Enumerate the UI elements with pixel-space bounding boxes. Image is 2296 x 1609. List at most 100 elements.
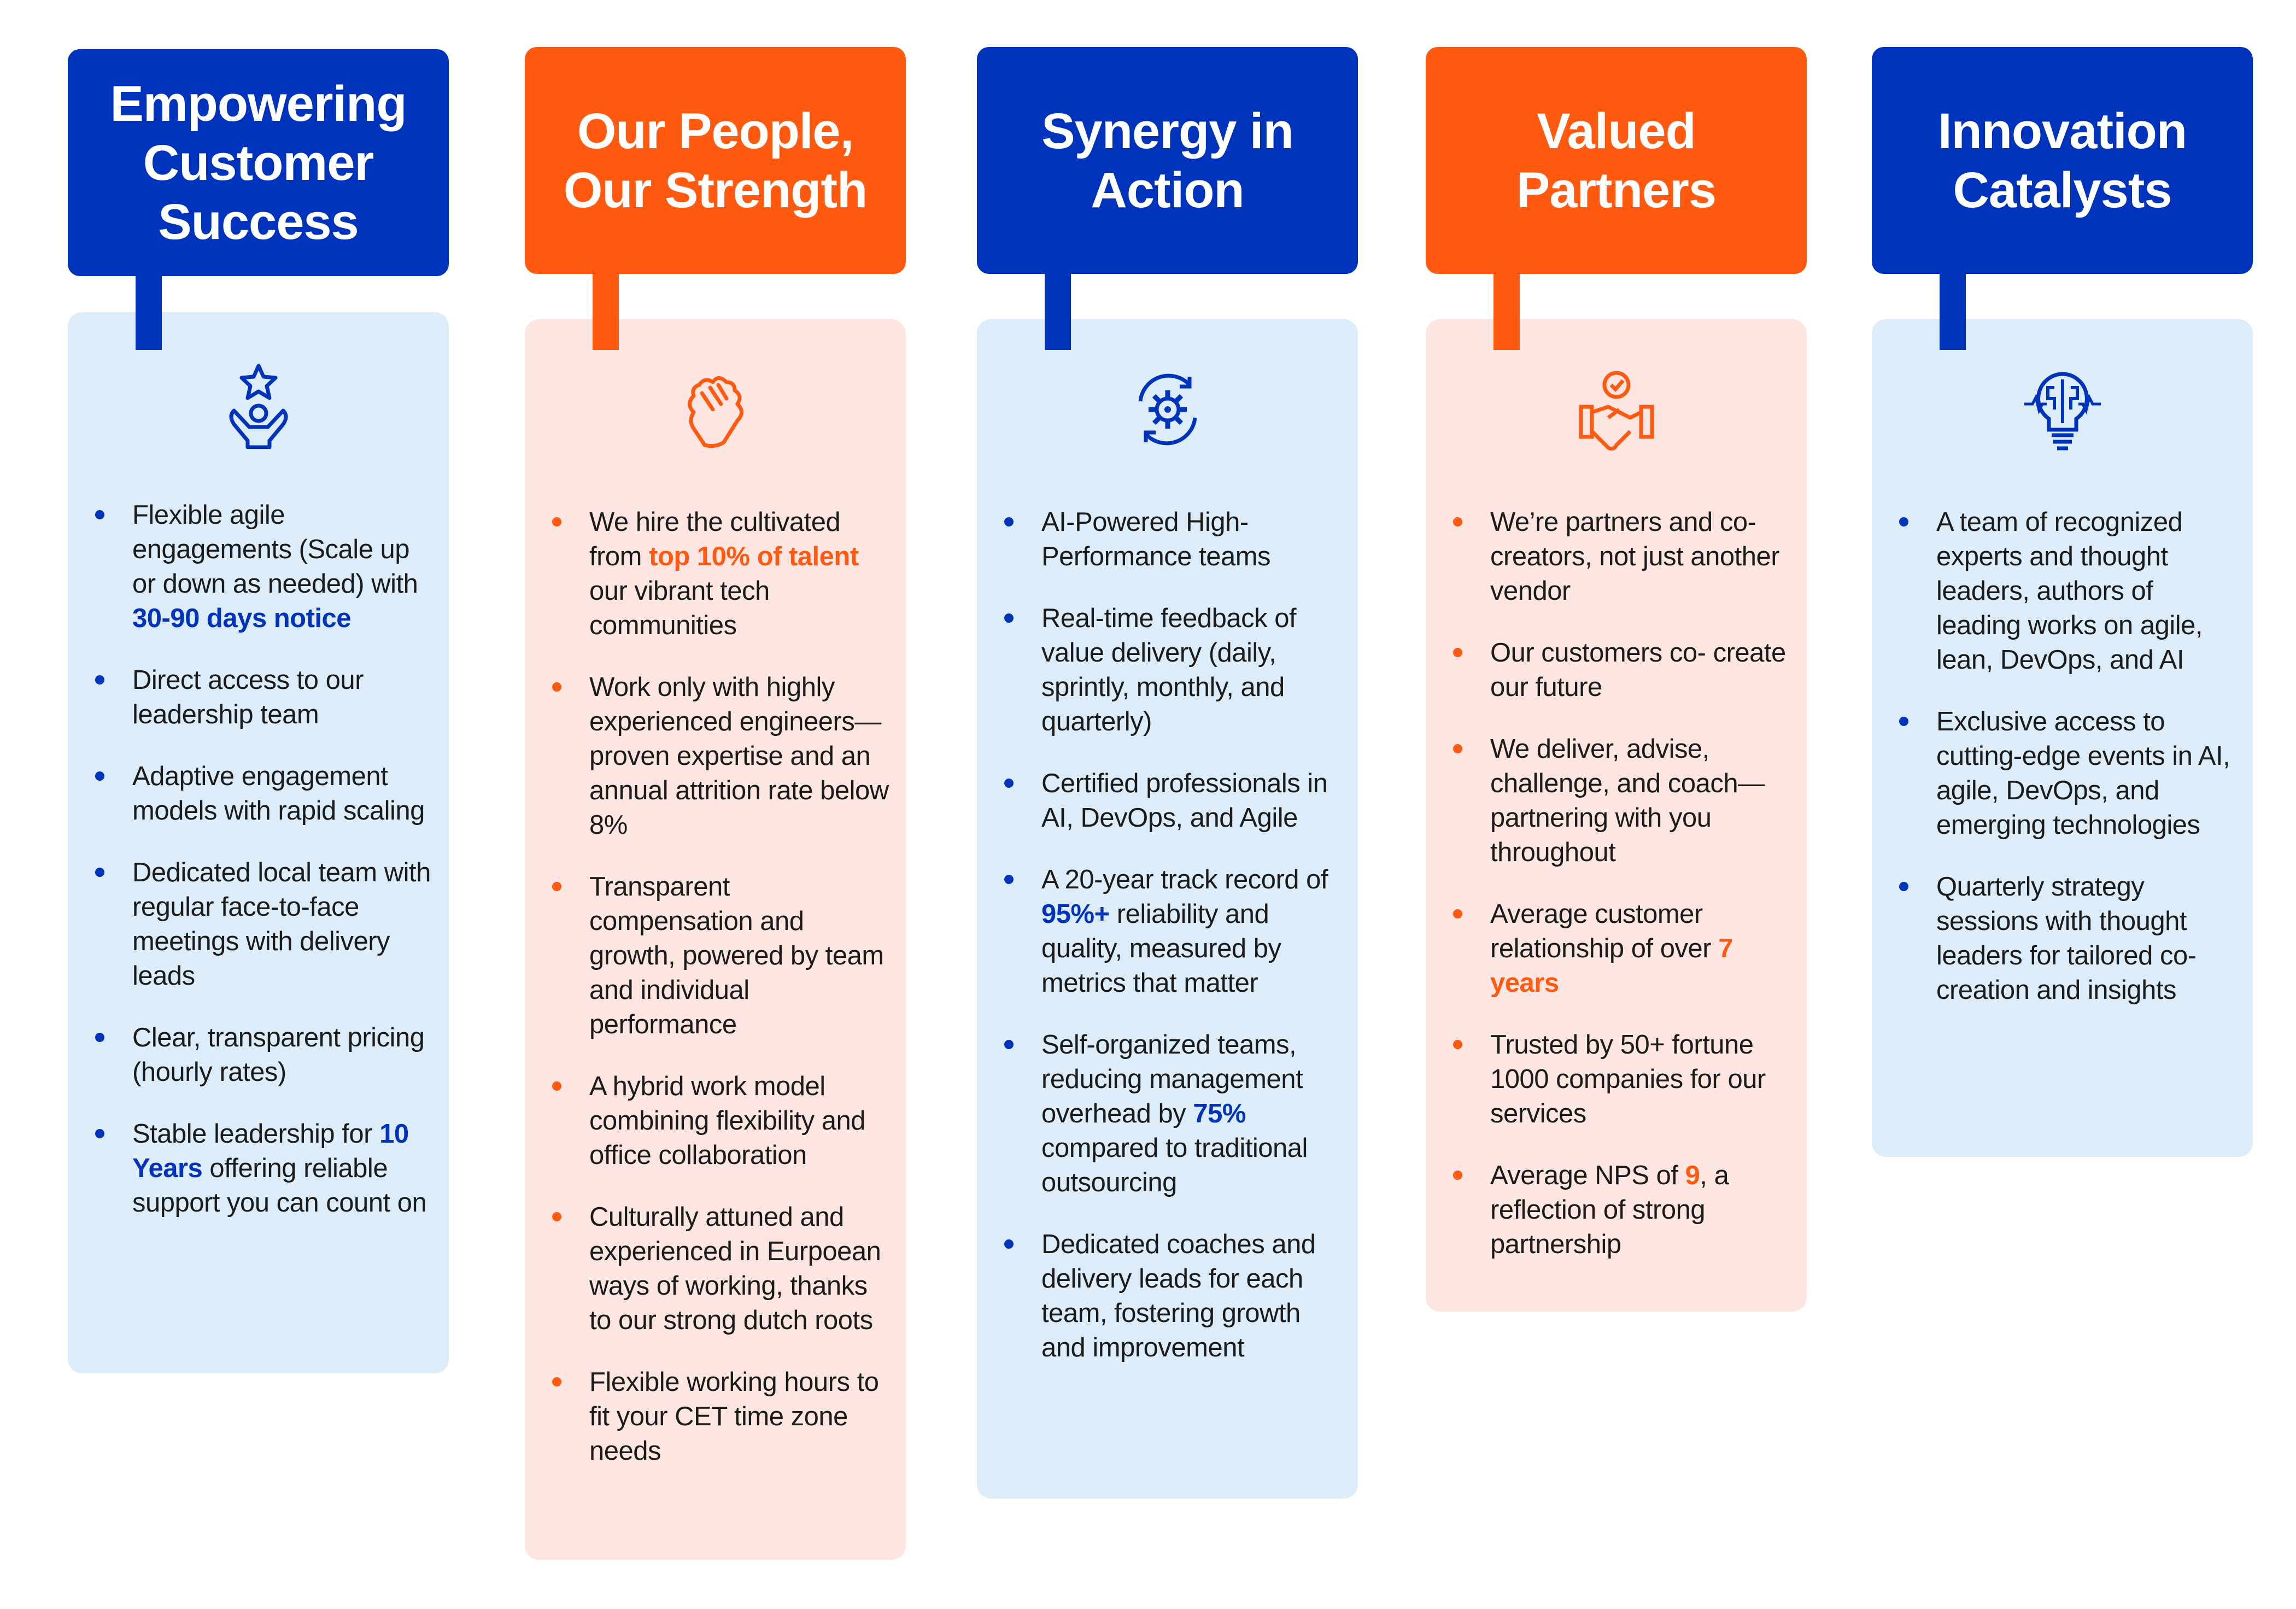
column-header: Innovation Catalysts (1872, 47, 2253, 274)
bullet-icon (1453, 517, 1462, 526)
item-text: our vibrant tech communities (589, 576, 770, 640)
list-item: A 20-year track record of 95%+ reliabili… (977, 863, 1358, 1000)
list-item: Average NPS of 9, a reflection of strong… (1426, 1159, 1807, 1262)
item-text: Exclusive access to cutting-edge events … (1936, 707, 2230, 840)
bullet-icon (95, 675, 104, 684)
item-text: We deliver, advise, challenge, and coach… (1490, 734, 1765, 867)
column-card: We’re partners and co-creators, not just… (1426, 319, 1807, 1312)
list-item: Certified professionals in AI, DevOps, a… (977, 767, 1358, 835)
item-text: Dedicated coaches and delivery leads for… (1041, 1230, 1316, 1362)
list-item: Real-time feedback of value delivery (da… (977, 601, 1358, 739)
list-item: Self-organized teams, reducing managemen… (977, 1028, 1358, 1200)
item-text: offering reliable support you can count … (132, 1154, 427, 1218)
bullet-icon (1453, 648, 1462, 657)
bullet-icon (1004, 1040, 1014, 1049)
item-text: Transparent compensation and growth, pow… (589, 872, 884, 1039)
connector-bar (593, 266, 619, 350)
list-item: We hire the cultivated from top 10% of t… (525, 505, 906, 643)
column-card: Flexible agile engagements (Scale up or … (68, 312, 449, 1373)
highlight-text: top 10% of talent (649, 542, 859, 571)
clasped-hands-icon (669, 363, 762, 456)
bullet-icon (552, 882, 561, 891)
bullet-icon (1899, 882, 1908, 891)
item-text: Real-time feedback of value delivery (da… (1041, 604, 1297, 736)
connector-bar (136, 268, 162, 350)
item-text: AI-Powered High-Performance teams (1041, 507, 1271, 571)
list-item: AI-Powered High-Performance teams (977, 505, 1358, 574)
column-card: A team of recognized experts and thought… (1872, 319, 2253, 1157)
item-text: Direct access to our leadership team (132, 665, 364, 729)
benefit-list: A team of recognized experts and thought… (1872, 505, 2253, 1035)
item-text: , a reflection of strong partnership (1490, 1161, 1729, 1259)
item-text: Trusted by 50+ fortune 1000 companies fo… (1490, 1030, 1766, 1128)
list-item: Transparent compensation and growth, pow… (525, 870, 906, 1042)
column-title: Innovation Catalysts (1937, 103, 2187, 218)
bullet-icon (1453, 1040, 1462, 1049)
item-text: Work only with highly experienced engine… (589, 672, 889, 840)
column-card: We hire the cultivated from top 10% of t… (525, 319, 906, 1560)
highlight-text: 95%+ (1041, 899, 1110, 929)
bullet-icon (1004, 613, 1014, 623)
column-title: Our People, Our Strength (563, 103, 868, 218)
list-item: Trusted by 50+ fortune 1000 companies fo… (1426, 1028, 1807, 1131)
bullet-icon (1899, 517, 1908, 526)
item-text: reliability and quality, measured by met… (1041, 899, 1281, 998)
column-header: Valued Partners (1426, 47, 1807, 274)
list-item: Stable leadership for 10 Years offering … (68, 1117, 449, 1220)
gear-cycle-icon (1121, 363, 1214, 456)
list-item: Dedicated coaches and delivery leads for… (977, 1227, 1358, 1365)
list-item: Clear, transparent pricing (hourly rates… (68, 1021, 449, 1090)
list-item: A hybrid work model combining flexibilit… (525, 1069, 906, 1173)
bullet-icon (552, 1081, 561, 1091)
bullet-icon (1899, 717, 1908, 726)
bullet-icon (552, 1212, 561, 1221)
bullet-icon (552, 517, 561, 526)
item-text: Stable leadership for (132, 1119, 380, 1149)
bullet-icon (552, 1377, 561, 1386)
highlight-text: 30-90 days notice (132, 604, 352, 633)
list-item: A team of recognized experts and thought… (1872, 505, 2253, 677)
highlight-text: 10 Years (132, 1119, 409, 1183)
list-item: Our customers co- create our future (1426, 636, 1807, 705)
list-item: We’re partners and co-creators, not just… (1426, 505, 1807, 609)
brain-lightbulb-icon (2016, 363, 2109, 456)
item-text: A 20-year track record of (1041, 865, 1328, 894)
bullet-icon (95, 771, 104, 781)
list-item: Average customer relationship of over 7 … (1426, 897, 1807, 1000)
benefit-list: Flexible agile engagements (Scale up or … (68, 498, 449, 1248)
list-item: Flexible agile engagements (Scale up or … (68, 498, 449, 636)
connector-bar (1940, 266, 1966, 350)
item-text: compared to traditional outsourcing (1041, 1133, 1308, 1197)
list-item: Culturally attuned and experienced in Eu… (525, 1200, 906, 1338)
item-text: Our customers co- create our future (1490, 638, 1786, 702)
list-item: Direct access to our leadership team (68, 663, 449, 732)
list-item: Quarterly strategy sessions with thought… (1872, 870, 2253, 1008)
highlight-text: 9 (1685, 1161, 1700, 1190)
column-title: Empowering Customer Success (110, 75, 407, 250)
star-person-icon (212, 356, 305, 449)
list-item: Exclusive access to cutting-edge events … (1872, 705, 2253, 842)
item-text: We hire the cultivated from (589, 507, 841, 571)
item-text: Certified professionals in AI, DevOps, a… (1041, 769, 1328, 833)
list-item: We deliver, advise, challenge, and coach… (1426, 732, 1807, 870)
item-text: Adaptive engagement models with rapid sc… (132, 762, 425, 826)
item-text: A team of recognized experts and thought… (1936, 507, 2203, 675)
bullet-icon (95, 510, 104, 519)
list-item: Flexible working hours to fit your CET t… (525, 1365, 906, 1468)
item-text: Average customer relationship of over (1490, 899, 1719, 963)
connector-bar (1045, 266, 1071, 350)
item-text: Flexible agile engagements (Scale up or … (132, 500, 418, 599)
item-text: Average NPS of (1490, 1161, 1685, 1190)
bullet-icon (95, 868, 104, 877)
bullet-icon (1004, 517, 1014, 526)
item-text: Flexible working hours to fit your CET t… (589, 1367, 879, 1466)
list-item: Adaptive engagement models with rapid sc… (68, 759, 449, 828)
item-text: We’re partners and co-creators, not just… (1490, 507, 1780, 606)
item-text: A hybrid work model combining flexibilit… (589, 1072, 866, 1170)
bullet-icon (95, 1129, 104, 1138)
bullet-icon (1453, 1171, 1462, 1180)
bullet-icon (1004, 875, 1014, 884)
handshake-check-icon (1570, 363, 1663, 456)
benefit-list: We’re partners and co-creators, not just… (1426, 505, 1807, 1289)
